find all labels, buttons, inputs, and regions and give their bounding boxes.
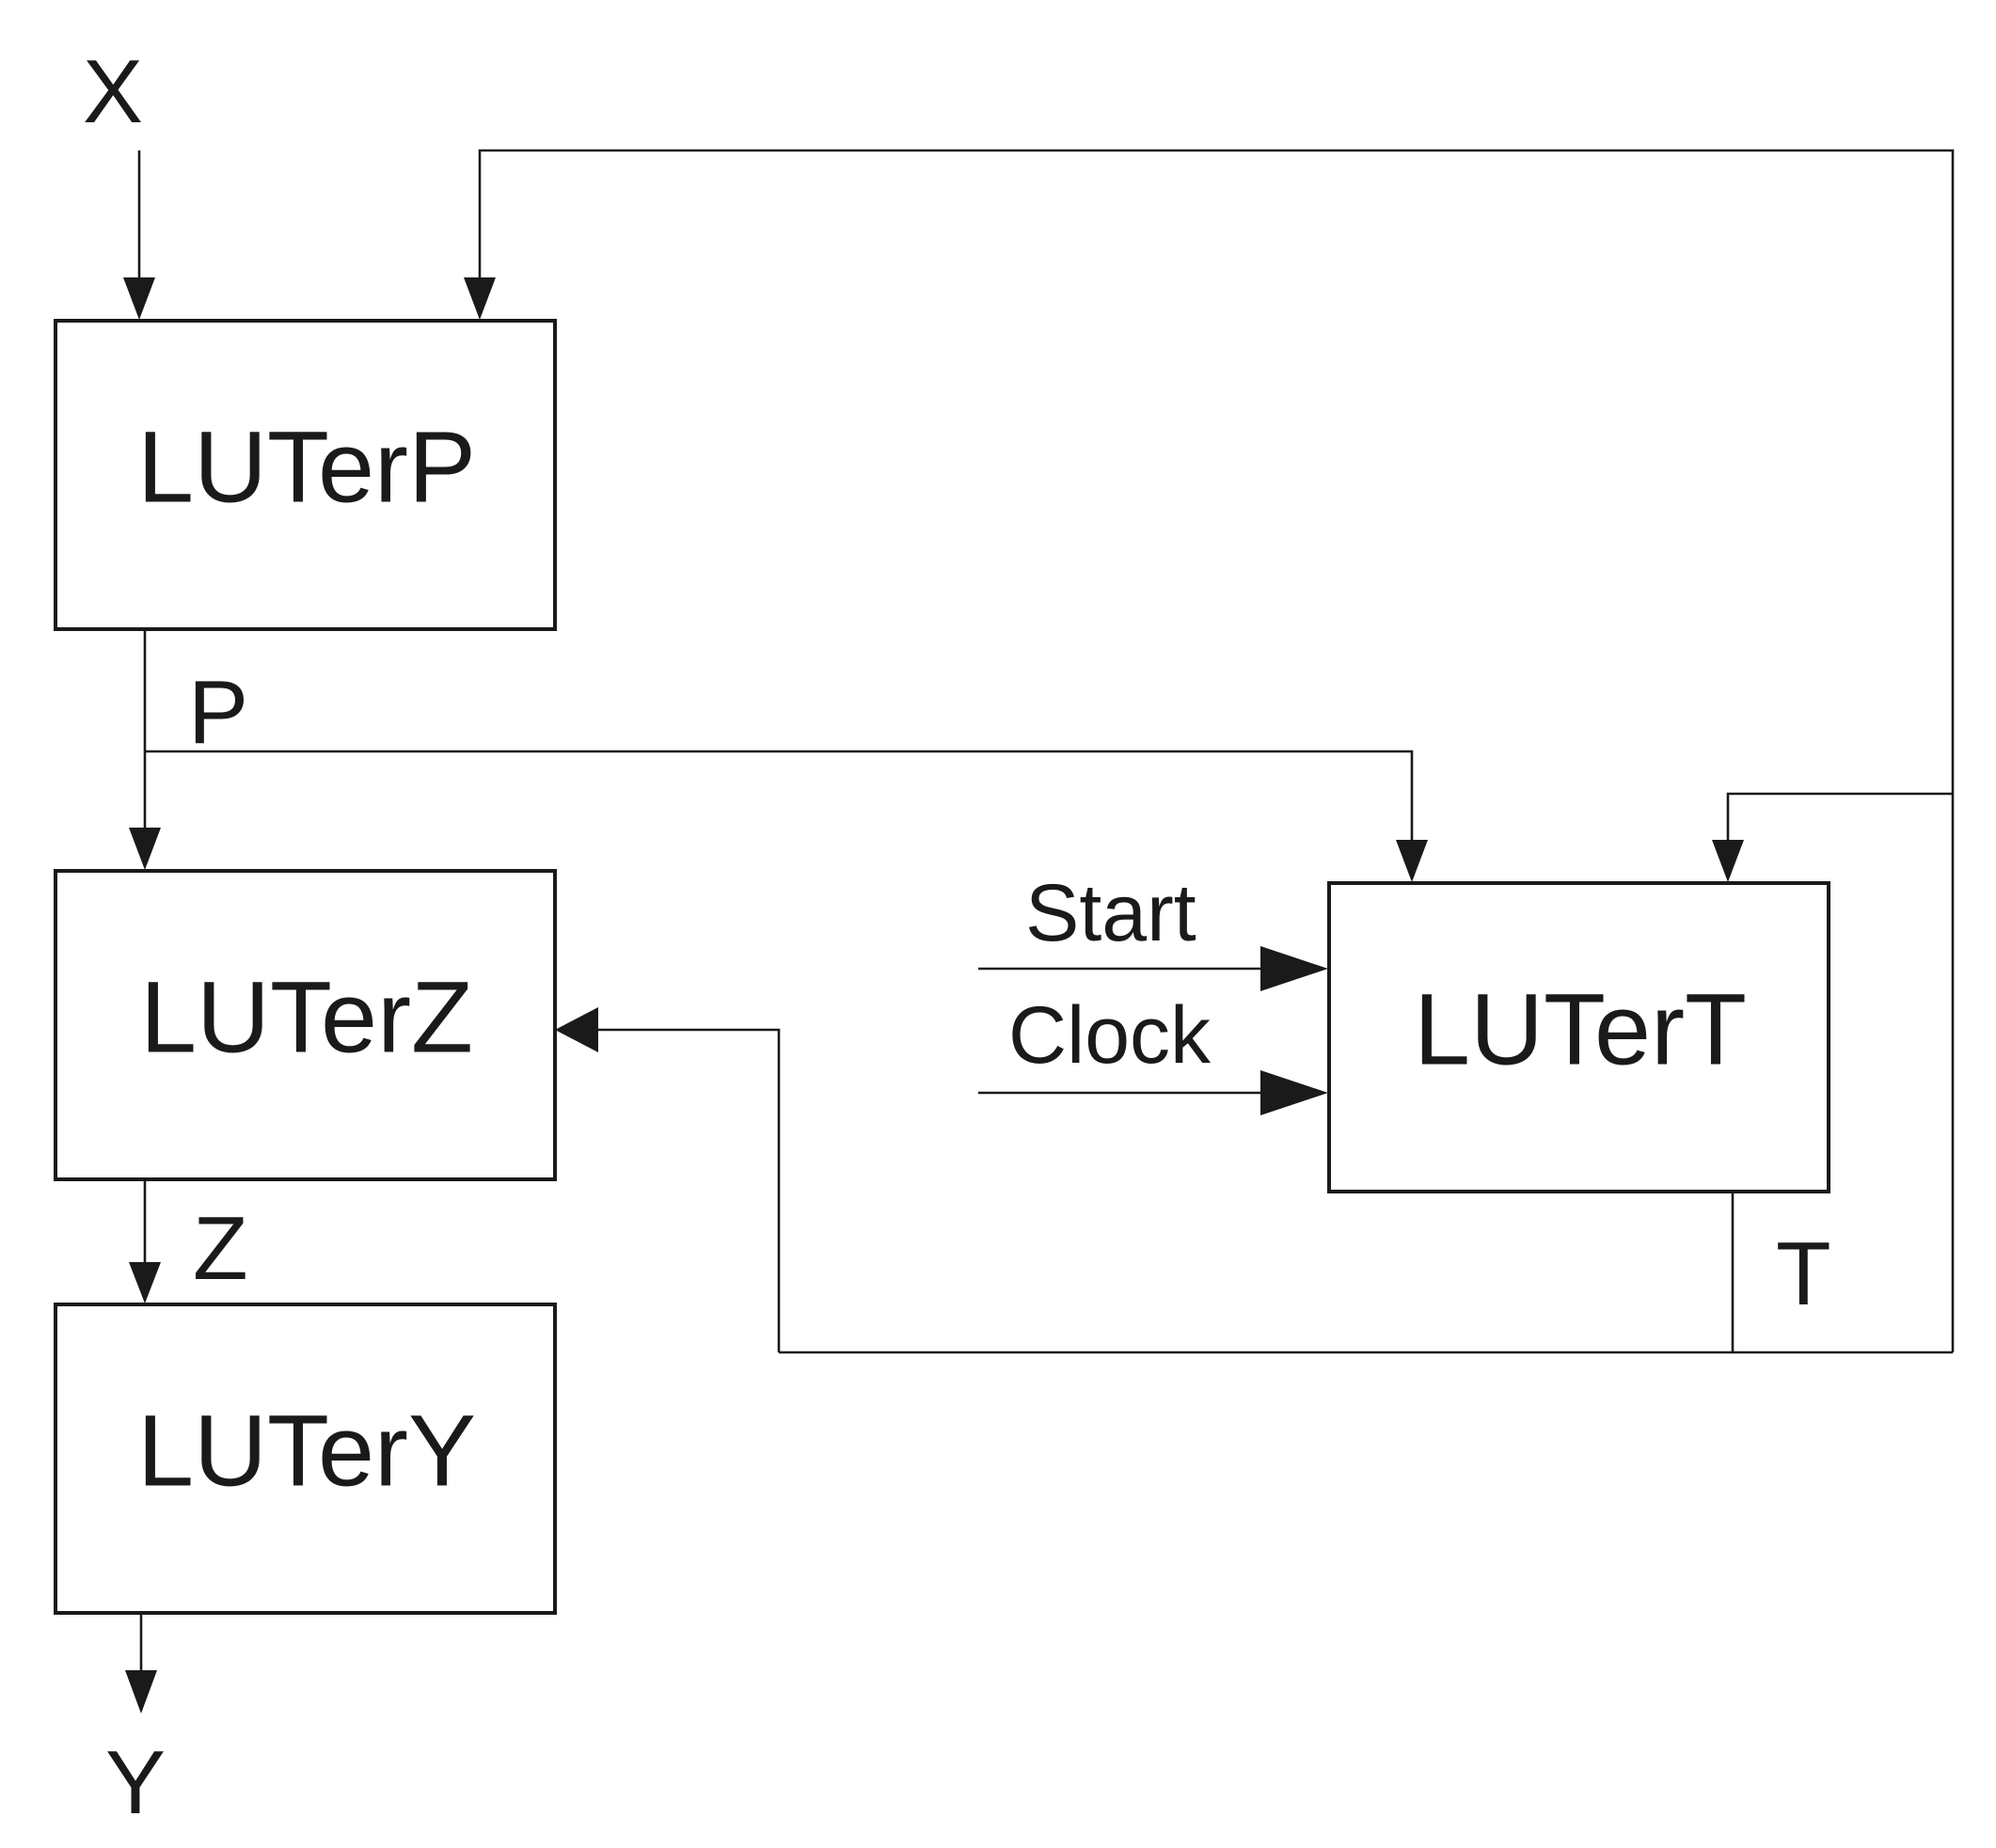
wire-t-feedback-lutert [1712,792,1953,882]
wire-t-output-bus [555,790,1955,1354]
arrow-t-into-luterz [555,1007,598,1052]
signal-label-start: Start [1025,868,1196,958]
signal-label-x: X [83,41,143,142]
block-lutert-label: LUTerT [1414,972,1747,1086]
wire-y-output [125,1613,157,1714]
block-luterp-label: LUTerP [137,410,476,524]
wire-p-bus [129,629,1428,882]
arrow-z-into-lutery [129,1262,161,1303]
arrow-p-into-lutert [1396,840,1428,882]
wire-t-feedback-top [464,149,1955,790]
arrow-start-into-lutert [1260,946,1328,991]
signal-label-y: Y [105,1732,166,1833]
block-lutert: LUTerT [1327,881,1830,1193]
wire-start-input [978,946,1328,991]
arrow-x-into-luterp [123,277,155,320]
arrow-p-into-luterz [129,828,161,870]
block-luterz-label: LUTerZ [140,960,473,1074]
arrow-t-into-luterp [464,277,496,320]
block-lutery-label: LUTerY [137,1394,476,1508]
block-luterz: LUTerZ [54,869,557,1181]
arrow-clock-into-lutert [1260,1070,1328,1115]
arrow-y-output [125,1670,157,1714]
wire-clock-input [978,1070,1328,1115]
signal-label-t: T [1776,1224,1831,1324]
wire-x-input [123,150,155,320]
signal-label-clock: Clock [1008,990,1212,1081]
signal-label-p: P [188,662,248,763]
wire-z [129,1179,161,1303]
block-lutery: LUTerY [54,1303,557,1615]
block-luterp: LUTerP [54,319,557,631]
signal-label-z: Z [193,1198,248,1299]
arrow-t-into-lutert [1712,840,1744,882]
